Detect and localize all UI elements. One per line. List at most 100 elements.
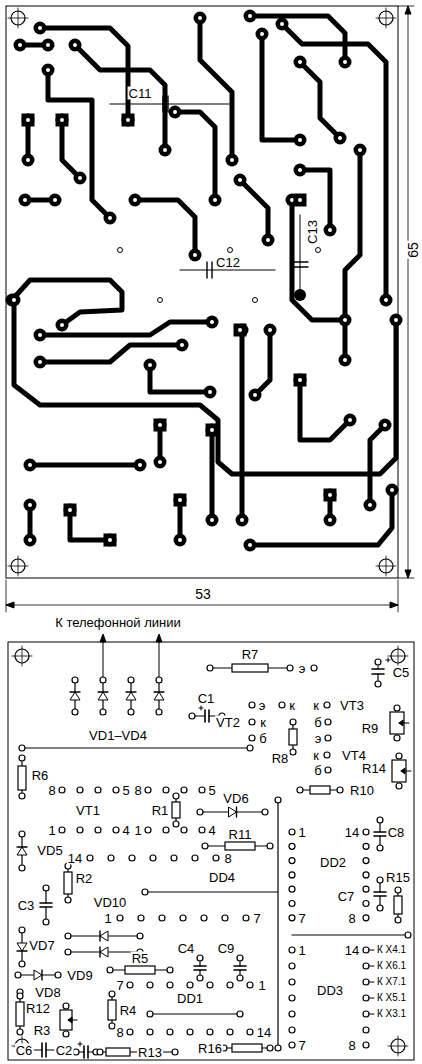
copper-pad xyxy=(294,374,307,387)
copper-pad-hole xyxy=(290,198,294,202)
copper-pad-hole xyxy=(328,493,332,497)
copper-pad xyxy=(42,64,55,77)
resistor-symbol xyxy=(172,802,180,818)
capacitor-symbol xyxy=(211,262,212,278)
part-label: к xyxy=(312,699,320,712)
pad xyxy=(289,886,295,892)
arrow-head xyxy=(405,6,411,14)
pad xyxy=(290,749,296,755)
pad xyxy=(363,1042,369,1048)
copper-track xyxy=(262,34,300,140)
pad xyxy=(237,955,243,961)
copper-pad-hole xyxy=(28,503,32,507)
part-label: 1 xyxy=(297,826,306,839)
part-label: 65 xyxy=(406,241,420,259)
copper-pad xyxy=(49,194,62,207)
copper-pad-hole xyxy=(180,343,184,347)
copper-pad xyxy=(236,514,249,527)
dimension-line xyxy=(6,605,398,606)
copper-pad xyxy=(276,18,289,31)
pad xyxy=(181,787,187,793)
copper-pad-hole xyxy=(158,460,162,464)
copper-pad-hole xyxy=(38,26,42,30)
part-label: R3 xyxy=(33,1024,52,1037)
part-label: 1 xyxy=(257,979,266,992)
part-label: 7 xyxy=(297,1039,306,1052)
pad xyxy=(167,1029,173,1035)
copper-track xyxy=(48,70,110,218)
copper-pad-hole xyxy=(348,418,352,422)
copper-pad xyxy=(56,114,69,127)
pad xyxy=(156,677,162,683)
part-label: э xyxy=(258,699,267,712)
copper-track xyxy=(255,330,270,395)
copper-pad-hole xyxy=(260,32,264,36)
pad xyxy=(187,1029,193,1035)
pad xyxy=(394,705,400,711)
part-label: VD7 xyxy=(28,939,55,952)
plus-mark xyxy=(388,658,389,662)
copper-pad-hole xyxy=(248,14,252,18)
capacitor-symbol xyxy=(292,261,308,262)
copper-pad xyxy=(69,39,82,52)
diode-symbol xyxy=(17,846,27,847)
pad xyxy=(77,787,83,793)
part-label: C11 xyxy=(128,87,153,100)
capacitor-symbol xyxy=(162,96,163,112)
connector-lead xyxy=(369,998,374,999)
diode-symbol xyxy=(229,807,237,817)
pad xyxy=(377,877,383,883)
pad xyxy=(363,829,369,835)
capacitor-symbol xyxy=(208,710,210,722)
resistor-symbol xyxy=(125,966,155,974)
part-label: DD1 xyxy=(176,992,204,1005)
via-hole xyxy=(228,248,233,253)
copper-pad-hole xyxy=(394,318,398,322)
diode-symbol xyxy=(100,931,108,941)
pad xyxy=(395,887,401,893)
pad xyxy=(325,719,331,725)
part-label: 1 xyxy=(297,944,306,957)
capacitor-symbol xyxy=(292,266,308,267)
pad xyxy=(267,843,273,849)
part-label: R4 xyxy=(119,1004,138,1017)
diode-symbol xyxy=(34,970,42,980)
resistor-symbol xyxy=(232,1044,262,1052)
part-label: C1 xyxy=(197,692,216,705)
copper-pad xyxy=(104,534,117,547)
pad xyxy=(113,827,119,833)
part-label: VD8 xyxy=(34,986,61,999)
diode-symbol xyxy=(99,947,100,957)
pad xyxy=(325,767,331,773)
part-label: 7 xyxy=(297,912,306,925)
diode-symbol xyxy=(100,947,108,957)
line-lead xyxy=(159,636,160,680)
part-label: R8 xyxy=(271,752,290,765)
pad xyxy=(95,787,101,793)
pad xyxy=(396,753,402,759)
arrow-head xyxy=(405,570,411,578)
copper-pad-hole xyxy=(26,118,30,122)
resistor-symbol xyxy=(106,1048,130,1056)
part-label: C2 xyxy=(55,1044,74,1057)
pad xyxy=(202,843,208,849)
pad xyxy=(275,1045,281,1051)
pad xyxy=(396,783,402,789)
board-outline xyxy=(8,642,414,1060)
mounting-hole xyxy=(22,646,23,666)
copper-pad-hole xyxy=(78,176,82,180)
copper-pad-hole xyxy=(138,463,142,467)
part-label: 4 xyxy=(207,824,216,837)
pad xyxy=(150,855,156,861)
pad xyxy=(19,755,25,761)
copper-pad xyxy=(64,504,77,517)
pad xyxy=(201,915,207,921)
capacitor-symbol xyxy=(87,1046,89,1058)
copper-pad-hole xyxy=(240,518,244,522)
part-label: VD6 xyxy=(222,792,249,805)
pad xyxy=(405,932,411,938)
trimmer-symbol xyxy=(390,712,404,734)
copper-pad xyxy=(324,489,337,502)
copper-pad xyxy=(14,39,27,52)
copper-pad xyxy=(104,212,117,225)
